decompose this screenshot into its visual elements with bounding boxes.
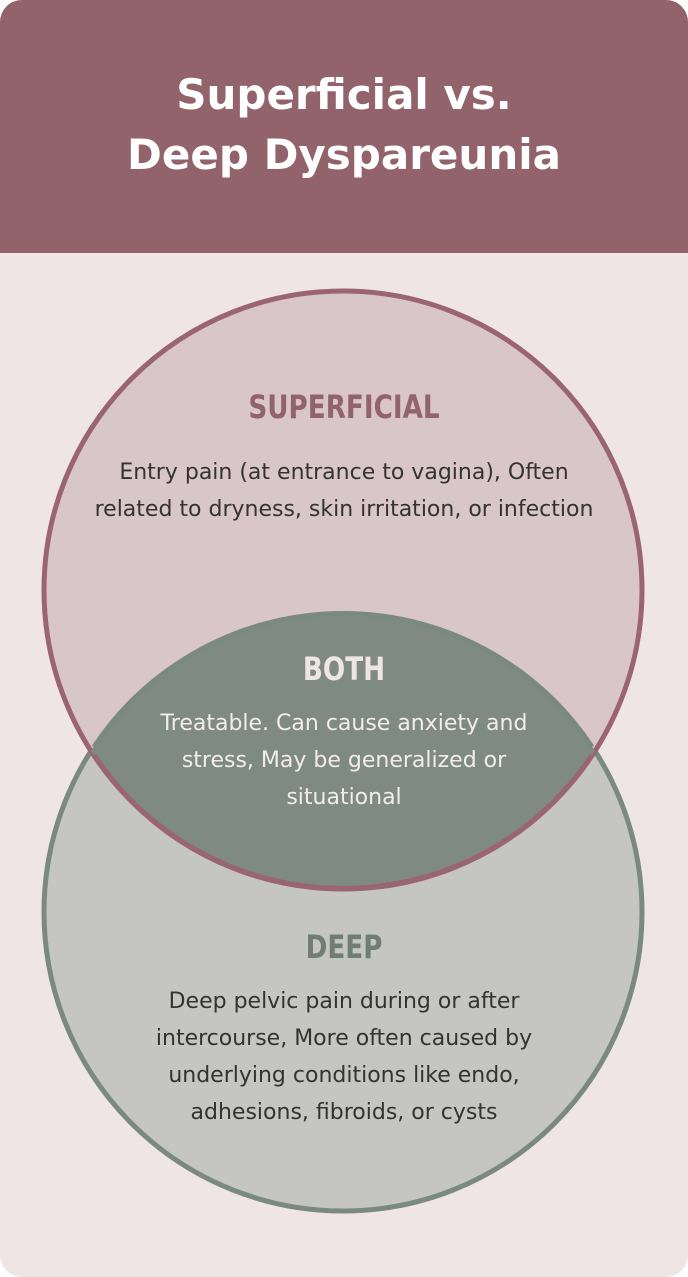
deep-label: DEEP: [305, 928, 383, 966]
both-label: BOTH: [302, 650, 386, 688]
page-title: Superficial vs. Deep Dyspareunia: [127, 65, 561, 185]
superficial-label: SUPERFICIAL: [248, 388, 440, 426]
superficial-text: Entry pain (at entrance to vagina), Ofte…: [94, 460, 594, 522]
title-line-2: Deep Dyspareunia: [127, 129, 561, 179]
overlap-region: [44, 613, 642, 889]
superficial-circle-lower-arc: [91, 753, 595, 889]
title-line-1: Superficial vs.: [176, 69, 512, 119]
header: Superficial vs. Deep Dyspareunia: [0, 0, 688, 253]
deep-text: Deep pelvic pain during or after interco…: [155, 989, 533, 1125]
both-text: Treatable. Can cause anxiety and stress,…: [160, 711, 528, 810]
deep-circle-upper-arc: [91, 611, 595, 749]
